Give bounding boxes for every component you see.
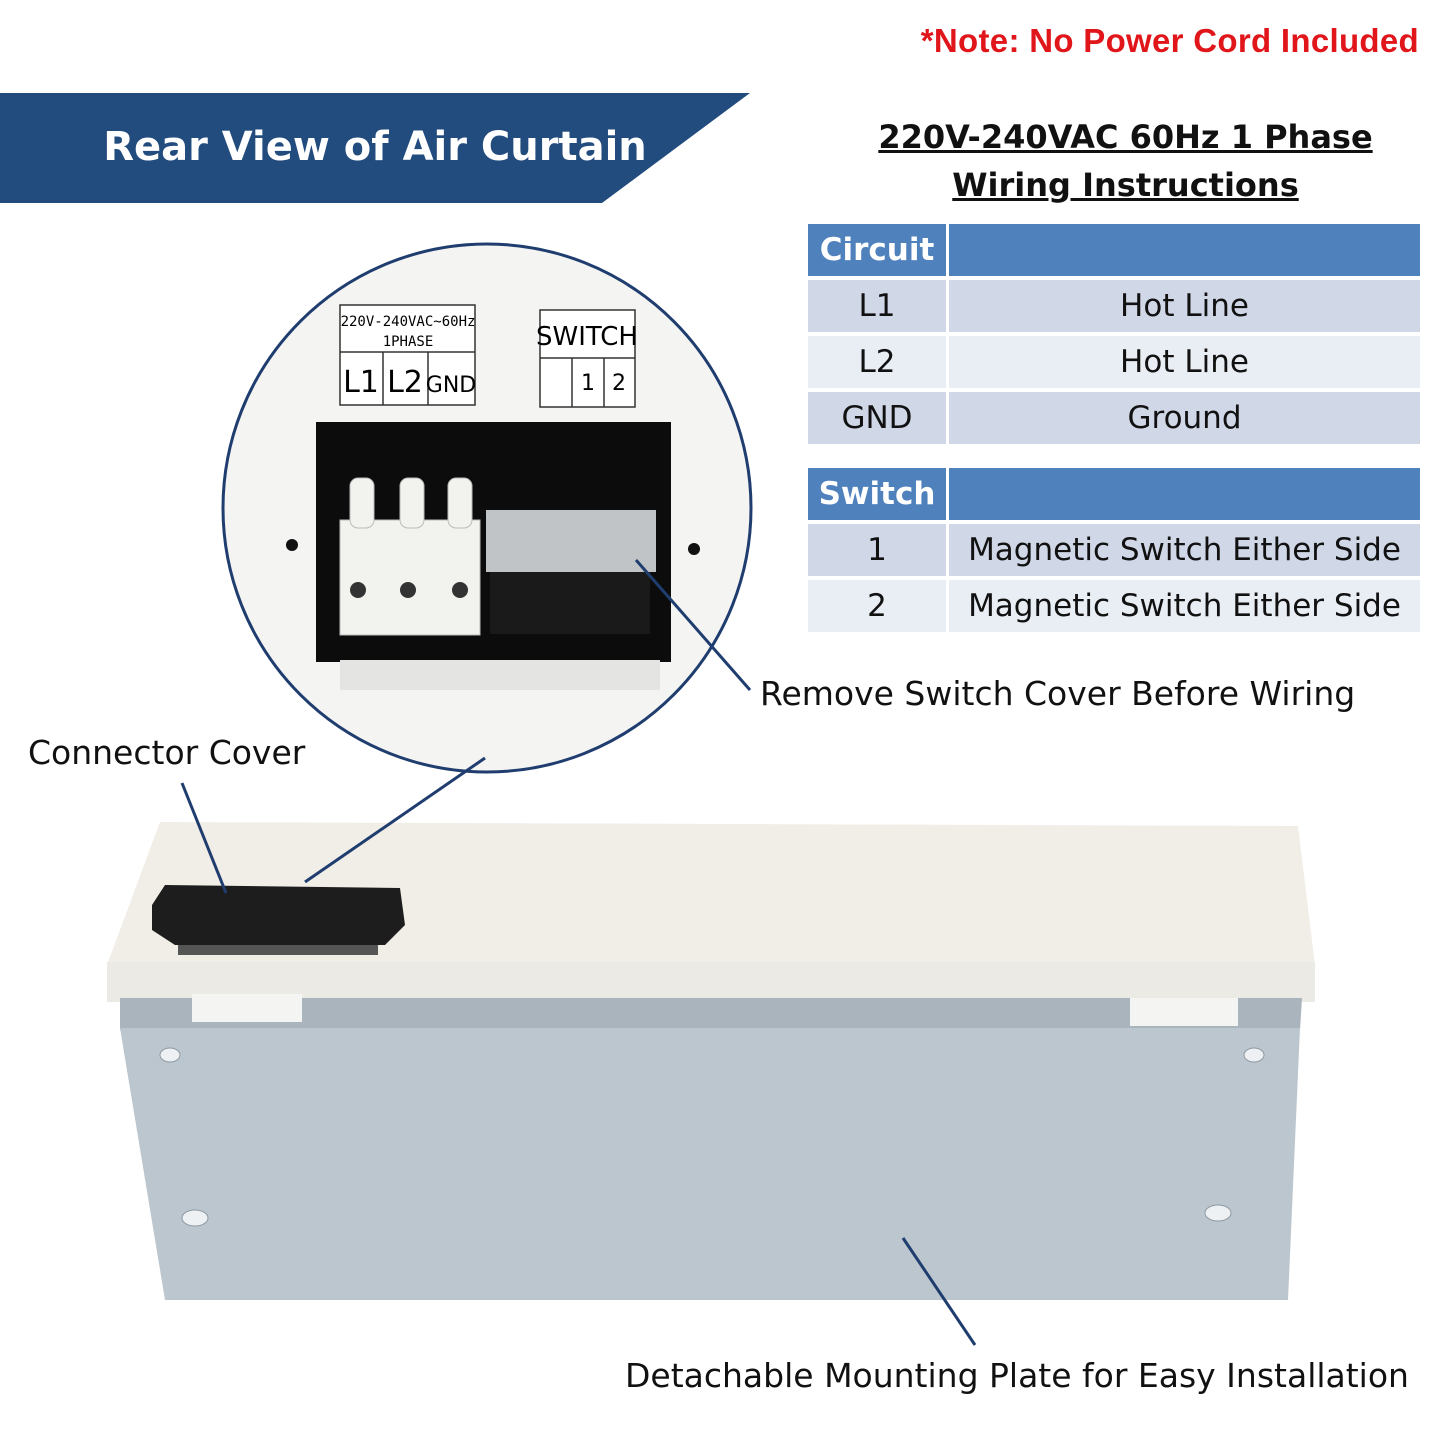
- title-line-2: Wiring Instructions: [952, 166, 1299, 204]
- row-key: L1: [808, 280, 949, 332]
- phase-label-text: 1PHASE: [383, 334, 434, 350]
- mounting-plate: [120, 1028, 1300, 1300]
- mounting-rail: [120, 998, 1302, 1030]
- row-value: Ground: [949, 392, 1420, 444]
- row-value: Magnetic Switch Either Side: [949, 580, 1420, 632]
- leader-connector-cover: [180, 782, 228, 894]
- terminal-block: [339, 477, 481, 636]
- title-line-1: 220V-240VAC 60Hz 1 Phase: [878, 118, 1373, 156]
- voltage-label-text: 220V-240VAC~60Hz: [341, 314, 476, 330]
- leader-mounting-plate: [901, 1237, 977, 1346]
- banner-title: Rear View of Air Curtain: [103, 124, 647, 170]
- gnd-label: GND: [426, 373, 476, 398]
- row-key: 1: [808, 524, 949, 576]
- leader-switch-cover: [634, 559, 752, 691]
- switch-1-label: 1: [581, 371, 595, 396]
- l1-label: L1: [343, 365, 379, 400]
- row-key: L2: [808, 336, 949, 388]
- leader-circle: [304, 756, 486, 884]
- banner-shape: [0, 93, 750, 203]
- switch-label: SWITCH: [536, 322, 638, 352]
- switch-2-label: 2: [612, 371, 626, 396]
- callout-connector-cover: Connector Cover: [28, 733, 306, 772]
- clip-left: [192, 994, 302, 1022]
- mounting-holes: [159, 1047, 1265, 1227]
- unit-front-band: [107, 962, 1315, 1002]
- l2-label: L2: [387, 365, 423, 400]
- switch-header: Switch: [808, 468, 949, 520]
- row-key: 2: [808, 580, 949, 632]
- row-value: Hot Line: [949, 336, 1420, 388]
- row-value: Hot Line: [949, 280, 1420, 332]
- unit-top-face: [107, 822, 1315, 965]
- note-text: *Note: No Power Cord Included: [920, 22, 1419, 59]
- row-value: Magnetic Switch Either Side: [949, 524, 1420, 576]
- callout-mounting-plate: Detachable Mounting Plate for Easy Insta…: [625, 1356, 1409, 1395]
- row-key: GND: [808, 392, 949, 444]
- callout-switch-cover: Remove Switch Cover Before Wiring: [760, 674, 1356, 713]
- voltage-label: [339, 304, 636, 408]
- switch-cover: [486, 510, 656, 572]
- clip-right: [1130, 998, 1238, 1026]
- connector-cover-part: [152, 885, 405, 955]
- circuit-header: Circuit: [808, 224, 949, 276]
